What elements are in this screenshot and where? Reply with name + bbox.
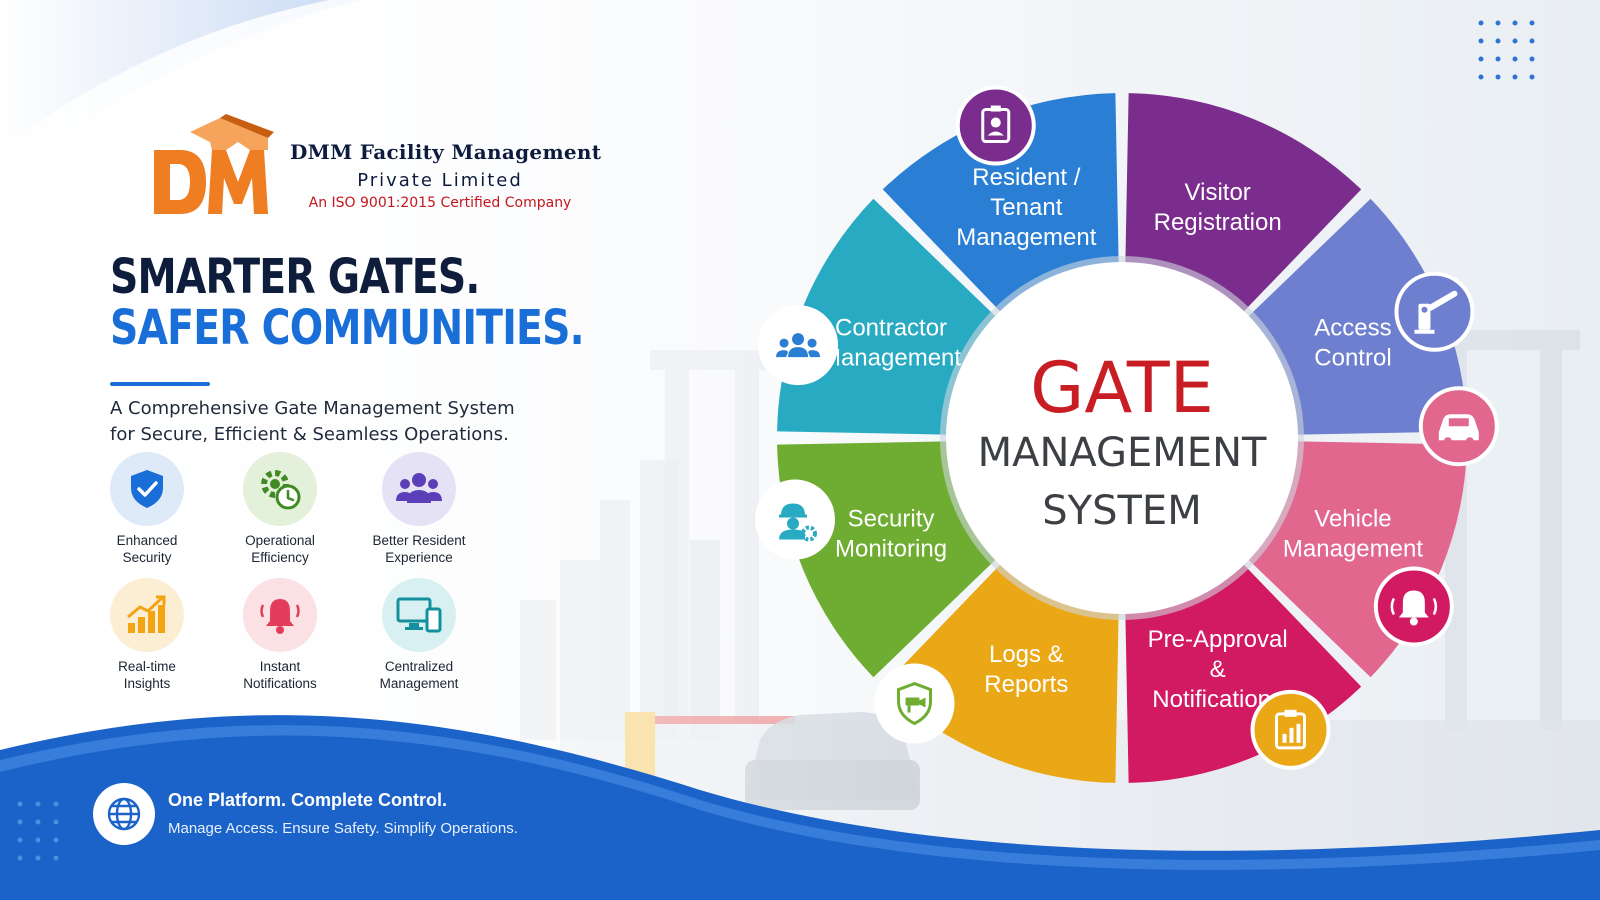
segment-label-line: Access (1314, 314, 1391, 341)
bar-chart-icon (110, 578, 184, 652)
footer-title: One Platform. Complete Control. (168, 790, 448, 810)
hero-headline: SMARTER GATES. SAFER COMMUNITIES. (110, 252, 688, 354)
feature-label-line-1: Real-time (118, 659, 176, 674)
segment-label-line: Tenant (990, 194, 1062, 221)
feature-label-line-2: Experience (385, 550, 453, 565)
segment-label-line: Resident / (972, 164, 1080, 191)
dm-logo-icon (154, 114, 274, 214)
segment-label-line: Monitoring (835, 536, 947, 563)
feature-label-line-1: Operational (245, 533, 315, 548)
feature-label-line-2: Management (379, 676, 459, 691)
certification-text: An ISO 9001:2015 Certified Company (308, 195, 572, 211)
feature-label-line-1: Better Resident (372, 533, 466, 548)
hero-tagline: A Comprehensive Gate Management System f… (110, 396, 550, 448)
feature-label-line-2: Efficiency (251, 550, 309, 565)
tagline-line-1: A Comprehensive Gate Management System (110, 398, 515, 419)
id-badge-icon (955, 85, 1036, 166)
bell-icon (243, 578, 317, 652)
feature-label-line-1: Enhanced (116, 533, 178, 548)
clipboard-chart-icon (1250, 689, 1331, 770)
center-line-3: SYSTEM (1042, 488, 1201, 534)
feature-label-line-1: Instant (259, 659, 301, 674)
people-icon (758, 305, 839, 386)
company-suffix: Private Limited (357, 170, 523, 191)
decorative-dot-grid (1478, 20, 1535, 80)
segment-label-line: Control (1314, 344, 1391, 371)
gear-clock-icon (243, 452, 317, 526)
company-logo-block: DMM Facility Management Private Limited … (150, 112, 602, 232)
feature-label-line-2: Security (122, 550, 172, 565)
segment-label-line: & (1210, 656, 1226, 683)
footer-subtitle: Manage Access. Ensure Safety. Simplify O… (168, 820, 518, 837)
devices-icon (382, 578, 456, 652)
headline-line-1: SMARTER GATES. (110, 249, 480, 305)
segment-label-line: Management (956, 224, 1096, 251)
segment-label-line: Registration (1154, 209, 1282, 236)
footer-wave-band (0, 715, 1600, 900)
headline-line-2: SAFER COMMUNITIES. (110, 299, 585, 356)
segment-label-pre-approval-notifications: Pre-Approval&Notifications (1148, 626, 1288, 713)
segment-label-line: Reports (984, 671, 1068, 698)
segment-label-line: Management (1283, 536, 1423, 563)
center-disc (946, 262, 1298, 614)
segment-label-line: Security (848, 506, 935, 533)
boom-barrier-icon (1394, 271, 1475, 352)
segment-label-line: Contractor (835, 314, 947, 341)
feature-label-line-2: Insights (123, 676, 171, 691)
feature-label-line-2: Notifications (243, 676, 317, 691)
feature-label-line-1: Centralized (384, 659, 454, 674)
tagline-line-2: for Secure, Efficient & Seamless Operati… (110, 424, 509, 445)
group-icon (382, 452, 456, 526)
worker-gear-icon (755, 479, 836, 560)
segment-label-logs-reports: Logs & Reports (984, 641, 1068, 698)
globe-icon (93, 783, 155, 845)
company-name: DMM Facility Management (290, 140, 602, 164)
shield-camera-icon (874, 663, 955, 744)
segment-label-line: Visitor (1185, 179, 1251, 206)
segment-label-line: Pre-Approval (1148, 626, 1288, 653)
bell-ring-icon (1373, 566, 1454, 647)
center-line-2: MANAGEMENT (978, 430, 1267, 476)
segment-label-line: Management (821, 344, 961, 371)
accent-divider (110, 382, 210, 386)
center-title: GATE (1030, 347, 1214, 429)
segment-label-line: Vehicle (1314, 506, 1391, 533)
car-icon (1418, 386, 1499, 467)
shield-check-icon (110, 452, 184, 526)
segment-label-line: Logs & (989, 641, 1064, 668)
